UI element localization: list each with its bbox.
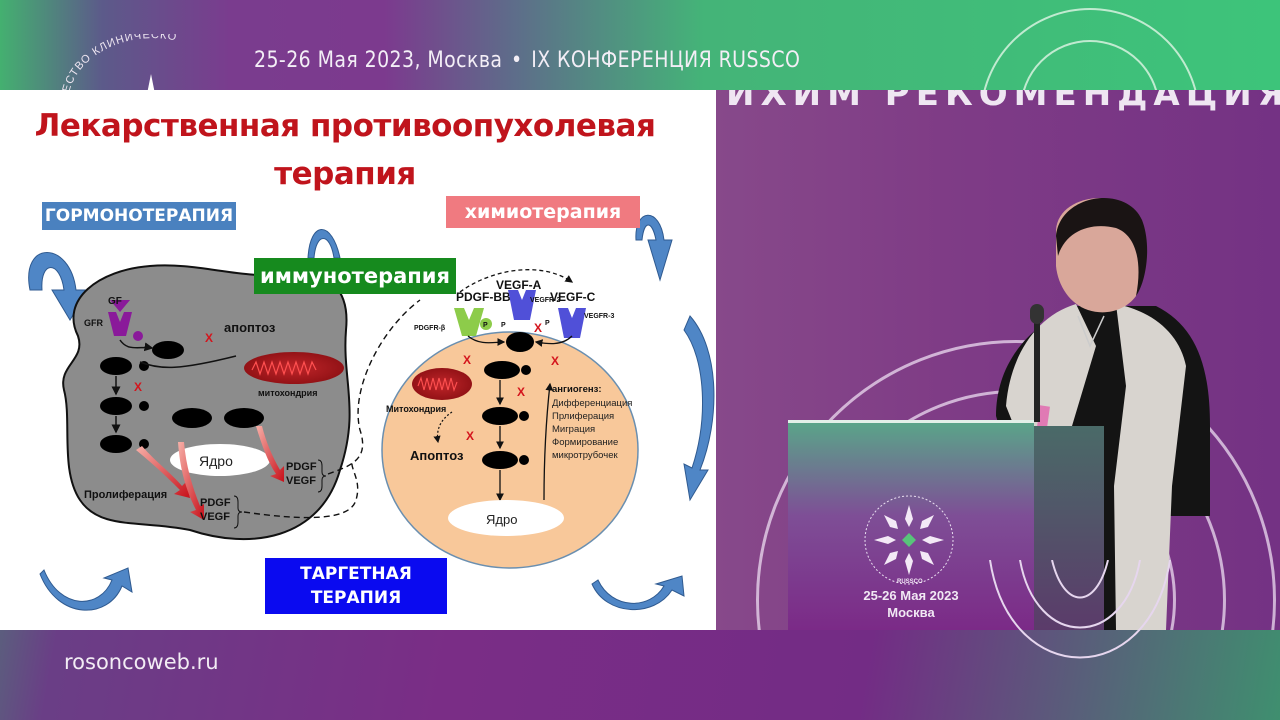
angiogenesis-item: Прлиферация	[552, 411, 614, 422]
cycle-arrow-icon	[683, 315, 715, 502]
slide-title-line1: Лекарственная противоопухолевая	[34, 108, 656, 144]
podium-city: Москва	[887, 605, 935, 620]
logo-arc-text: ЩЕСТВО КЛИНИЧЕСКО	[59, 34, 177, 94]
pdgfr-label: PDGFR-β	[414, 325, 446, 332]
podium-side	[1034, 426, 1104, 630]
inhibit-x-mark: X	[134, 380, 142, 394]
phospho-p: P	[545, 320, 550, 327]
apoptosis-label: Апоптоз	[410, 448, 464, 463]
targeted-therapy-line2: ТЕРАПИЯ	[310, 588, 402, 608]
banner-conference: IX КОНФЕРЕНЦИЯ RUSSCO	[531, 48, 801, 73]
angiogenesis-item: Формирование	[552, 437, 618, 448]
inhibit-x-mark: X	[517, 385, 525, 399]
podium-date-block: 25-26 Мая 2023 Москва	[788, 587, 1034, 621]
vegfr2-label: VEGFR-2	[530, 297, 560, 304]
presentation-slide: GF GFR X X апоптоз митохондрия Ядро Прол…	[0, 90, 716, 630]
gf-ligand-icon	[110, 300, 130, 312]
inhibit-x-mark: X	[466, 429, 474, 443]
podium-logo-text: RUSSCO	[897, 579, 923, 585]
vegf-a-label: VEGF-A	[496, 278, 542, 292]
mitochondria-icon	[412, 368, 472, 400]
nucleus-label: Ядро	[199, 453, 233, 469]
phospho-p: P	[483, 322, 488, 329]
gfr-receptor-icon	[108, 312, 132, 336]
gfr-label: GFR	[84, 318, 103, 328]
microphone-icon	[1030, 304, 1044, 324]
society-logo-arc: ЩЕСТВО КЛИНИЧЕСКО	[59, 34, 178, 94]
microphone-stand	[1034, 312, 1040, 422]
mitochondria-label: митохондрия	[258, 388, 317, 398]
mitochondria-label: Митохондрия	[386, 404, 446, 414]
cycle-arrow-icon	[39, 567, 133, 611]
top-banner: ЩЕСТВО КЛИНИЧЕСКО 25-26 Мая 2023, Москва…	[0, 0, 1280, 228]
targeted-therapy-line1: ТАРГЕТНАЯ	[300, 564, 412, 584]
vegfr3-receptor-icon	[558, 308, 586, 338]
svg-text:ЩЕСТВО КЛИНИЧЕСКО: ЩЕСТВО КЛИНИЧЕСКО	[59, 34, 178, 94]
nucleus-left	[170, 444, 270, 476]
backdrop-text: ИХИМ РЕКОМЕНДАЦИЯМ	[726, 90, 1280, 114]
nucleus-label: Ядро	[486, 512, 517, 527]
cycle-arrow-icon	[591, 575, 685, 611]
vegf-label: VEGF	[286, 475, 316, 487]
pdgfr-receptor-icon	[454, 308, 484, 336]
banner-title: 25-26 Мая 2023, Москва • IX КОНФЕРЕНЦИЯ RU…	[254, 48, 800, 73]
therapy-diagram: GF GFR X X апоптоз митохондрия Ядро Прол…	[28, 214, 715, 611]
pdgf-bb-label: PDGF-BB	[456, 290, 511, 304]
cycle-arrow-icon	[635, 214, 673, 282]
footer-decorative-rings	[989, 560, 1171, 659]
immunotherapy-tag: иммунотерапия	[254, 258, 456, 294]
targeted-therapy-tag: ТАРГЕТНАЯ ТЕРАПИЯ	[265, 558, 447, 614]
gf-label: GF	[108, 296, 122, 307]
vegf-label: VEGF	[200, 511, 230, 523]
pdgf-label: PDGF	[286, 461, 317, 473]
vegfr2-receptor-icon	[508, 290, 536, 320]
vegf-c-label: VEGF-C	[550, 290, 596, 304]
russco-logo: RUSSCO	[864, 495, 954, 585]
phospho-p: P	[501, 322, 506, 329]
angiogenesis-title: ангиогенз:	[552, 384, 602, 395]
vegfr3-label: VEGFR-3	[584, 313, 614, 320]
angiogenesis-item: Миграция	[552, 424, 595, 435]
podium: RUSSCO 25-26 Мая 2023 Москва	[788, 420, 1034, 630]
hormone-therapy-tag: ГОРМОНОТЕРАПИЯ	[42, 202, 236, 230]
speaker-video: ИХИМ РЕКОМЕНДАЦИЯМ RUS	[716, 90, 1280, 630]
diamond-icon	[902, 533, 916, 547]
inhibit-x-mark: X	[551, 354, 559, 368]
nucleus-right	[448, 500, 564, 536]
angiogenesis-item: Дифференциация	[552, 398, 632, 409]
chemotherapy-tag: химиотерапия	[446, 196, 640, 228]
website-url[interactable]: rosoncoweb.ru	[64, 650, 219, 674]
podium-date: 25-26 Мая 2023	[863, 588, 959, 603]
cycle-arrow-icon	[307, 229, 341, 259]
proliferation-label: Пролиферация	[84, 489, 167, 501]
slide-title: Лекарственная противоопухолевая терапия	[0, 102, 690, 198]
apoptosis-label: апоптоз	[224, 320, 276, 335]
banner-separator: •	[511, 48, 523, 73]
angiogenesis-item: микротрубочек	[552, 450, 618, 461]
banner-date-location: 25-26 Мая 2023, Москва	[254, 48, 503, 73]
inhibit-x-mark: X	[534, 321, 542, 335]
star-icon	[147, 74, 155, 94]
cycle-arrow-icon	[28, 252, 89, 321]
inhibit-x-mark: X	[205, 331, 213, 345]
inhibit-x-mark: X	[463, 353, 471, 367]
slide-title-line2: терапия	[274, 156, 416, 192]
pdgf-label: PDGF	[200, 497, 231, 509]
